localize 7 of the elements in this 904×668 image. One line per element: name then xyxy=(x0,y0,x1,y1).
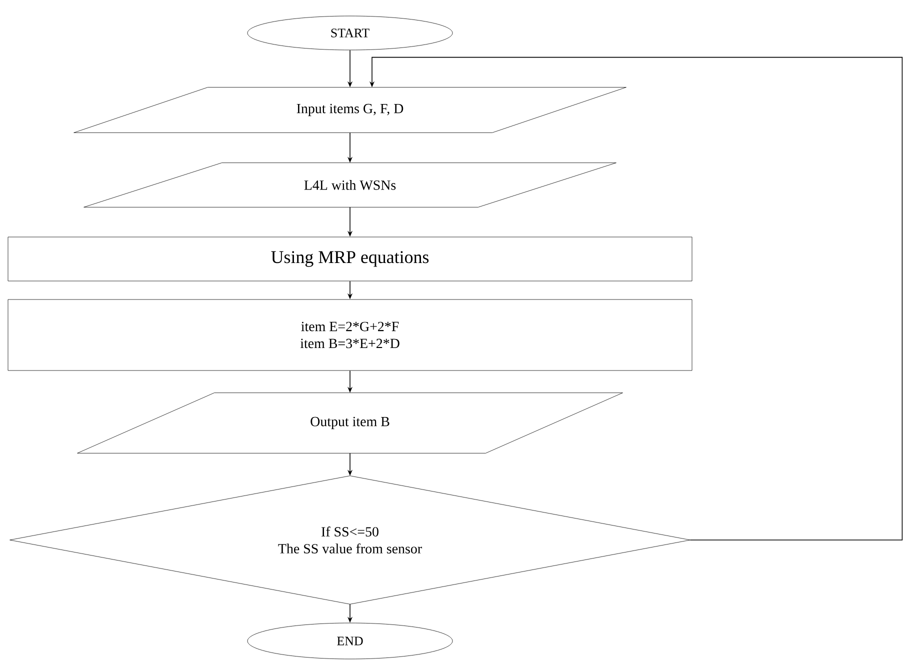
process-box: Using MRP equations xyxy=(8,236,692,282)
terminal-oval: START xyxy=(247,16,453,50)
input-parallelogram: Input items G, F, D xyxy=(74,87,626,133)
terminal-oval: END xyxy=(247,622,453,660)
process-box: item E=2*G+2*F item B=3*E+2*D xyxy=(8,299,692,371)
output-parallelogram: Output item B xyxy=(77,392,623,454)
input-parallelogram: L4L with WSNs xyxy=(84,162,616,208)
